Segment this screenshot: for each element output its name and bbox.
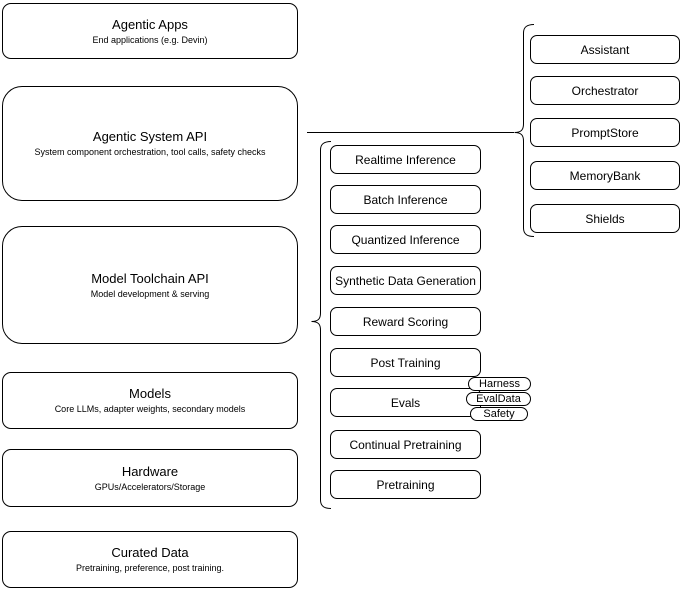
box-title: Hardware (121, 463, 179, 479)
toolchain-node-post-training: Post Training (330, 348, 481, 377)
toolchain-node-quantized-inference: Quantized Inference (330, 225, 481, 254)
node-label: PromptStore (571, 125, 639, 140)
node-label: Post Training (370, 355, 441, 370)
node-label: Orchestrator (571, 83, 639, 98)
pill-label: Harness (479, 378, 520, 390)
node-label: Continual Pretraining (349, 437, 462, 452)
toolchain-node-evals: Evals (330, 388, 481, 417)
box-title: Curated Data (111, 545, 189, 560)
component-node-shields: Shields (530, 204, 680, 233)
toolchain-node-reward-scoring: Reward Scoring (330, 307, 481, 336)
node-label: Realtime Inference (355, 152, 456, 167)
node-label: Assistant (580, 42, 630, 57)
box-title: Agentic Apps (112, 16, 188, 32)
node-label: Evals (390, 395, 421, 410)
toolchain-node-batch-inference: Batch Inference (330, 185, 481, 214)
node-label: Reward Scoring (362, 314, 449, 329)
node-label: Synthetic Data Generation (335, 273, 476, 288)
box-subtitle: Model development & serving (90, 288, 210, 299)
box-subtitle: System component orchestration, tool cal… (34, 147, 266, 157)
stack-box-models: Models Core LLMs, adapter weights, secon… (2, 372, 298, 429)
stack-box-agentic-system-api: Agentic System API System component orch… (2, 86, 298, 201)
toolchain-node-pretraining: Pretraining (330, 470, 481, 499)
box-subtitle: Pretraining, preference, post training. (75, 563, 225, 573)
box-title: Agentic System API (92, 129, 208, 144)
component-node-promptstore: PromptStore (530, 118, 680, 147)
toolchain-node-continual-pretraining: Continual Pretraining (330, 430, 481, 459)
node-label: Shields (585, 211, 625, 226)
eval-tag-evaldata: EvalData (466, 392, 531, 406)
eval-tag-harness: Harness (468, 377, 531, 391)
node-label: MemoryBank (569, 168, 641, 183)
node-label: Batch Inference (363, 192, 448, 207)
stack-box-curated-data: Curated Data Pretraining, preference, po… (2, 531, 298, 588)
node-label: Quantized Inference (351, 232, 460, 247)
pill-label: Safety (483, 408, 515, 420)
toolchain-node-synthetic-data-generation: Synthetic Data Generation (330, 266, 481, 295)
box-subtitle: End applications (e.g. Devin) (92, 34, 208, 45)
stack-box-agentic-apps: Agentic Apps End applications (e.g. Devi… (2, 3, 298, 59)
box-subtitle: GPUs/Accelerators/Storage (94, 481, 206, 492)
toolchain-node-realtime-inference: Realtime Inference (330, 145, 481, 174)
stack-box-hardware: Hardware GPUs/Accelerators/Storage (2, 449, 298, 507)
component-node-memorybank: MemoryBank (530, 161, 680, 190)
component-node-orchestrator: Orchestrator (530, 76, 680, 105)
box-title: Models (129, 386, 171, 401)
right-column-brace (514, 24, 535, 237)
pill-label: EvalData (476, 393, 521, 405)
box-title: Model Toolchain API (91, 270, 209, 286)
component-node-assistant: Assistant (530, 35, 680, 64)
stack-box-model-toolchain-api: Model Toolchain API Model development & … (2, 226, 298, 344)
eval-tag-safety: Safety (470, 407, 528, 421)
node-label: Pretraining (376, 477, 435, 492)
middle-column-brace (311, 141, 332, 509)
box-subtitle: Core LLMs, adapter weights, secondary mo… (54, 404, 246, 414)
